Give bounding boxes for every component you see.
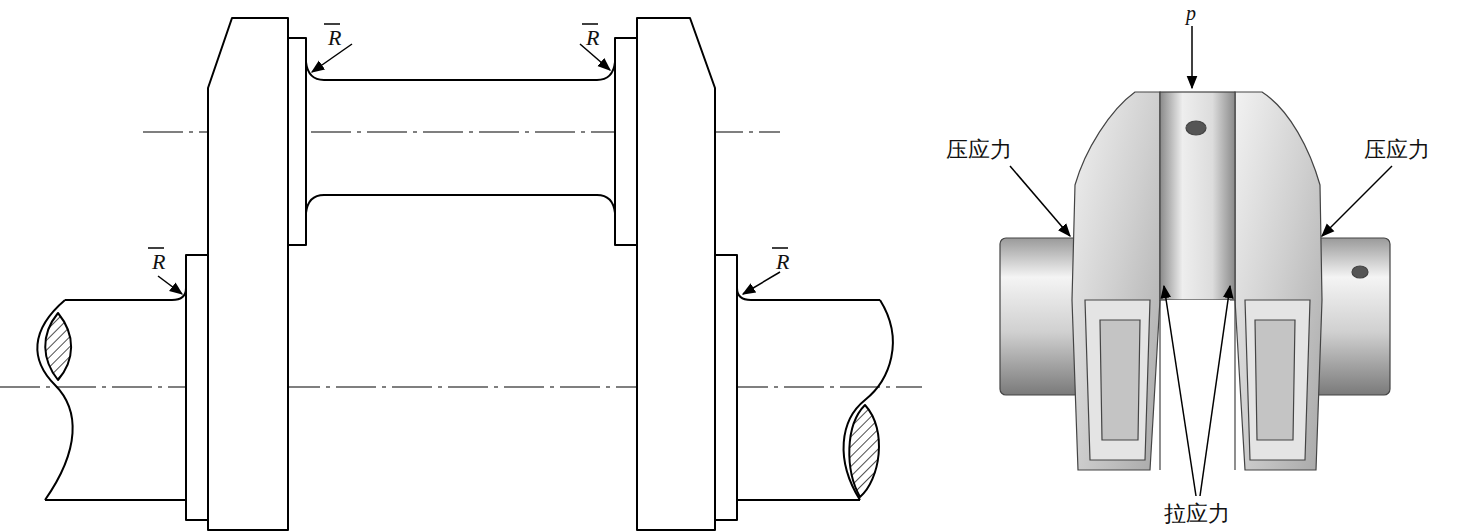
radius-label: R bbox=[326, 26, 343, 50]
label-leaders bbox=[1010, 26, 1392, 496]
crankshaft-3d bbox=[1000, 92, 1390, 470]
radius-leaders bbox=[148, 24, 788, 294]
radius-label: R bbox=[150, 250, 167, 274]
section-drawing bbox=[37, 18, 893, 530]
load-symbol: p bbox=[1184, 2, 1198, 24]
stress-label: 压应力 bbox=[1362, 138, 1432, 162]
stress-label: 拉应力 bbox=[1162, 502, 1232, 526]
radius-label: R bbox=[584, 26, 601, 50]
center-lines bbox=[0, 132, 922, 387]
radius-label: R bbox=[774, 250, 791, 274]
stress-label: 压应力 bbox=[944, 138, 1014, 162]
